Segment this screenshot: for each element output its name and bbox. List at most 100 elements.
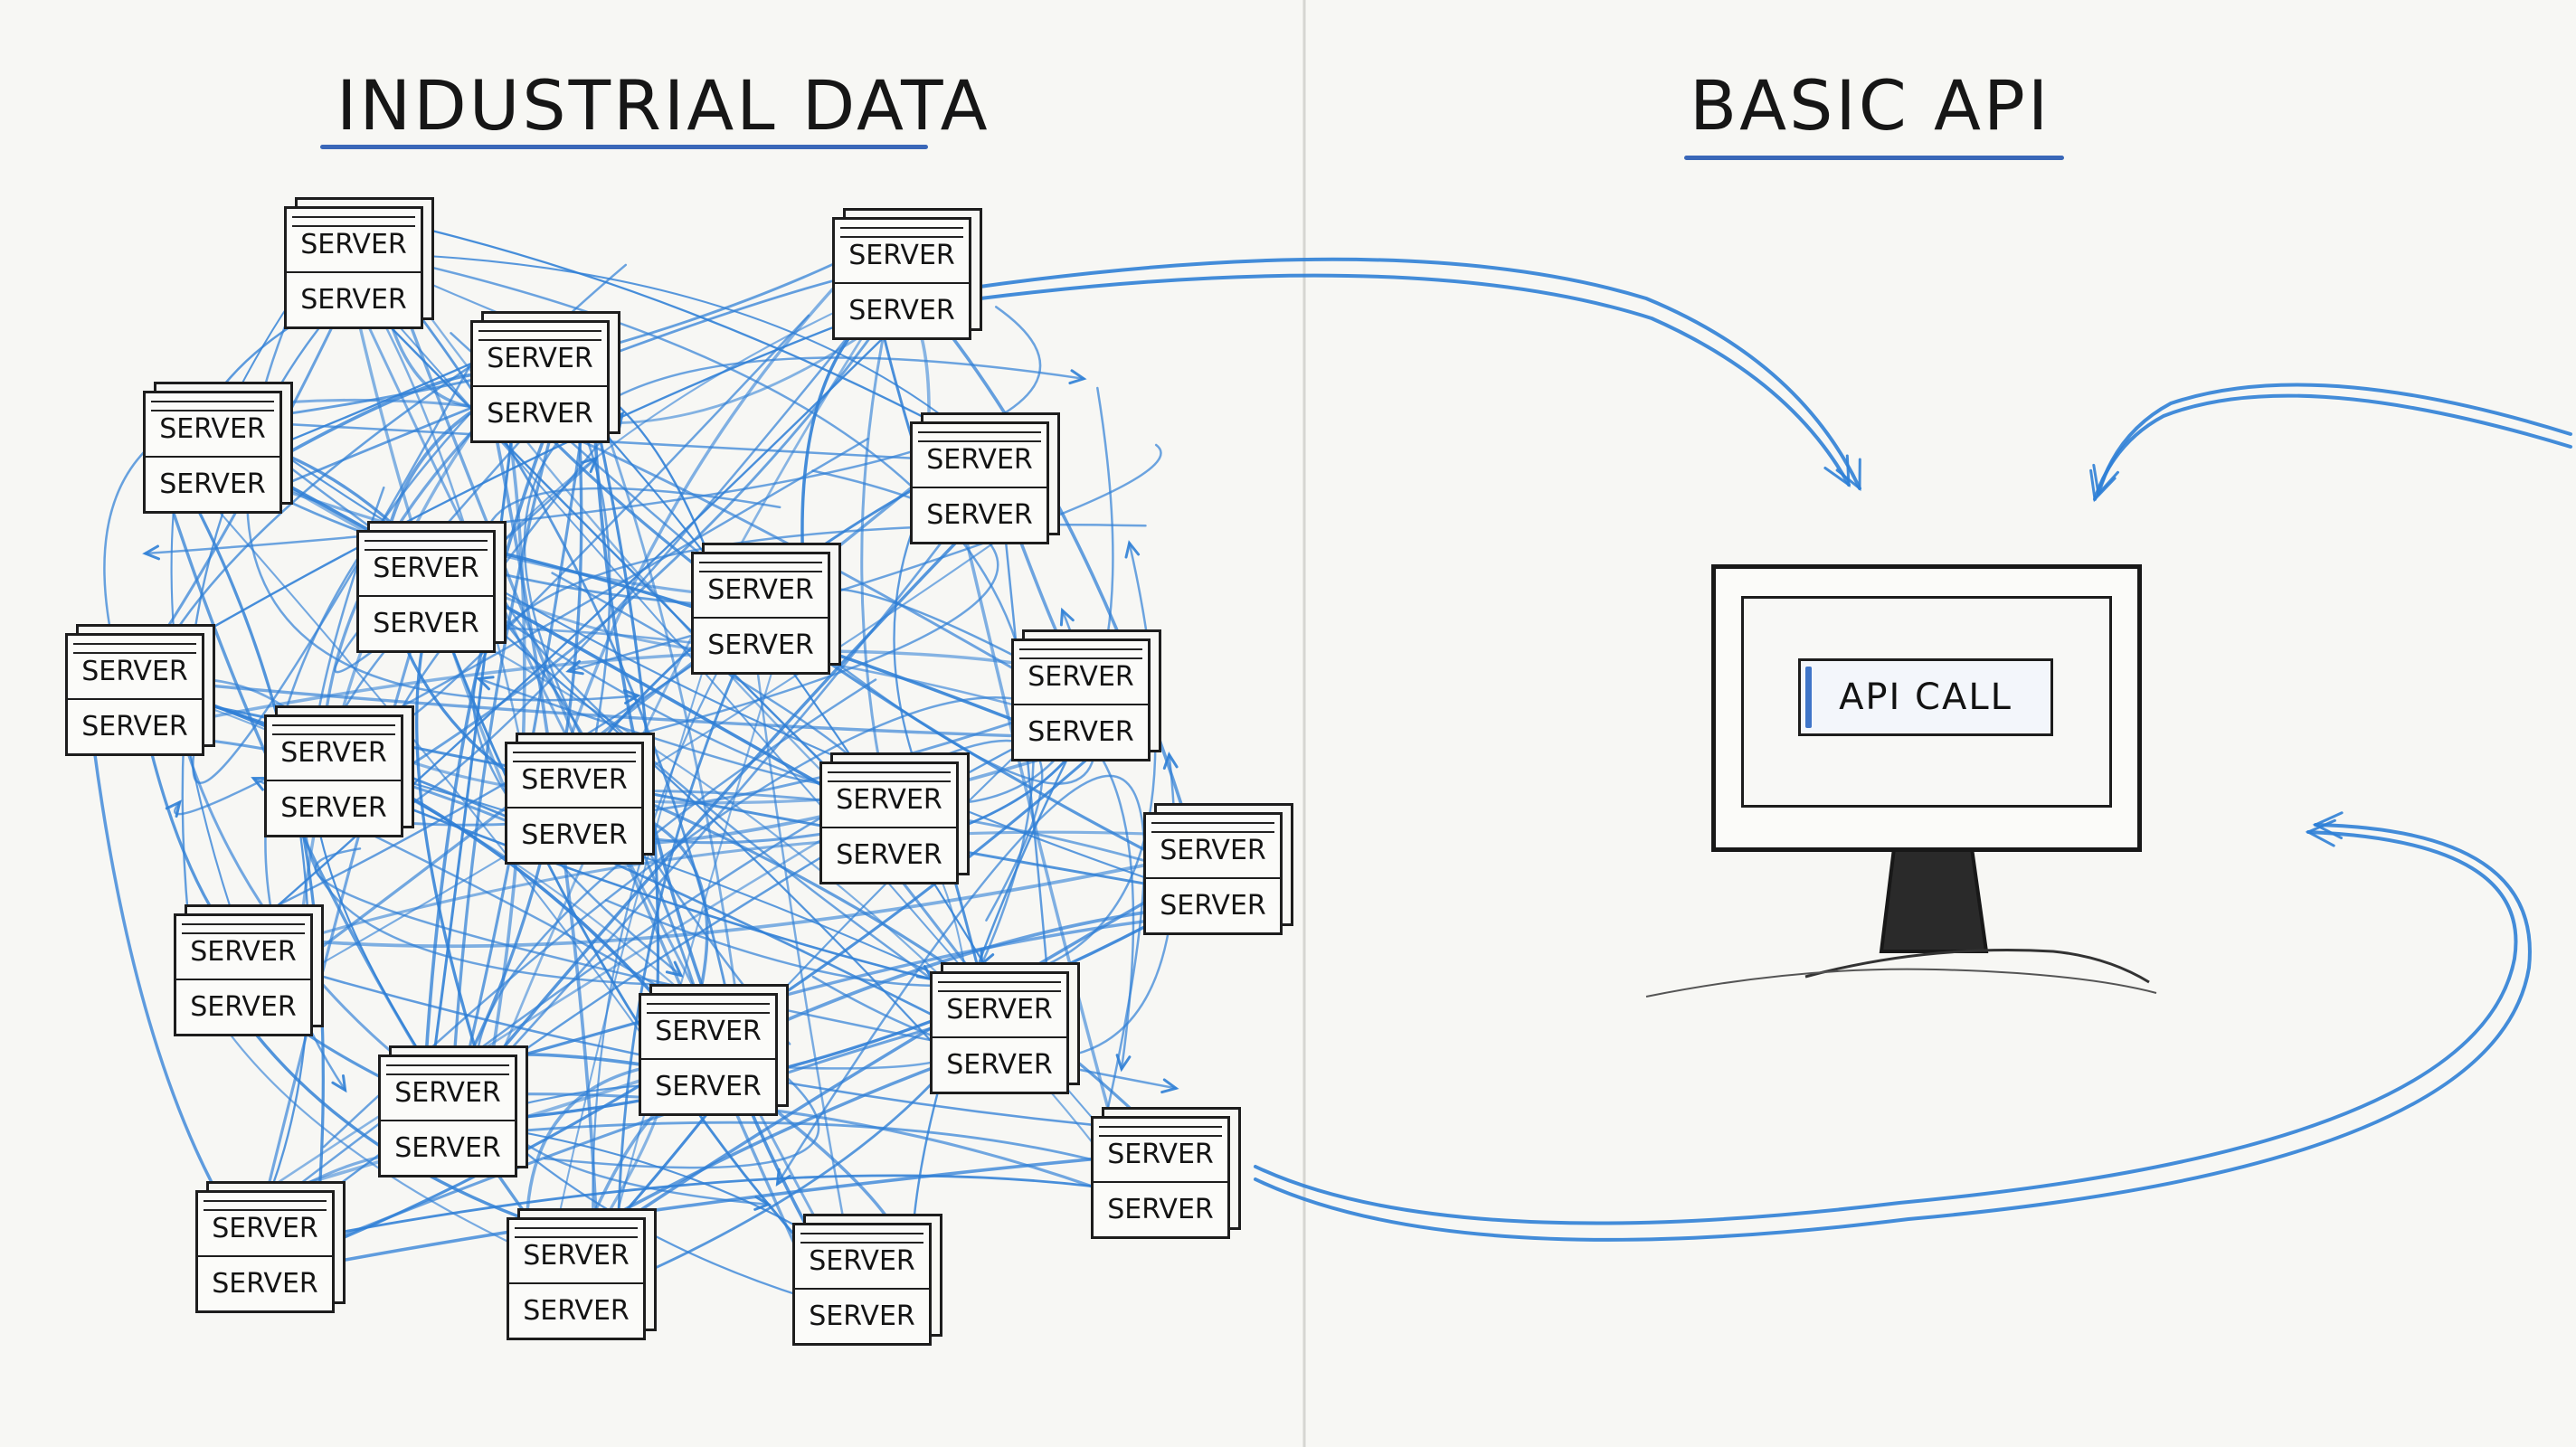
mesh-arrow [162, 448, 676, 1082]
server-label: SERVER [280, 737, 387, 769]
arrow-head [1162, 751, 1179, 770]
mesh-arrow [580, 772, 1195, 1172]
server-label: SERVER [373, 553, 479, 584]
server-front: SERVER SERVER [819, 761, 959, 884]
server-front: SERVER SERVER [174, 913, 313, 1036]
mesh-arrow [192, 352, 478, 784]
server-unit: SERVER SERVER [143, 382, 293, 514]
basic-api-title: BASIC API [1690, 65, 2051, 146]
api-flow-arrow [1254, 823, 2532, 1242]
server-label: SERVER [81, 656, 188, 687]
arrow-head [251, 776, 270, 791]
server-unit: SERVER SERVER [819, 752, 970, 884]
server-label: SERVER [198, 1255, 332, 1310]
api-flow-arrow [2093, 393, 2572, 501]
mesh-arrow [252, 777, 820, 1169]
arrow-head [1160, 1078, 1179, 1094]
server-label: SERVER [836, 784, 942, 816]
server-label: SERVER [1146, 877, 1280, 932]
mesh-arrow [165, 692, 750, 1055]
api-flow-arrow [1254, 830, 2518, 1225]
mesh-arrow [753, 642, 857, 1285]
arrow-head [1059, 607, 1075, 627]
server-label: SERVER [1094, 1181, 1227, 1236]
mesh-arrow [140, 677, 1136, 742]
arrow-head [622, 689, 641, 705]
mesh-arrow [421, 421, 552, 1105]
mesh-arrow [314, 847, 1178, 1090]
server-label: SERVER [287, 271, 421, 326]
server-label: SERVER [176, 979, 310, 1034]
arrow-head [165, 799, 182, 818]
server-label: SERVER [933, 1036, 1066, 1092]
industrial-data-underline [320, 145, 928, 149]
server-label: SERVER [809, 1245, 915, 1277]
arrow-head [2092, 463, 2119, 497]
arrow-head [331, 1074, 347, 1093]
arrow-head [2089, 468, 2117, 503]
arrow-head [665, 960, 684, 978]
arrow-head [142, 544, 160, 561]
mesh-arrow [181, 311, 333, 948]
arrow-head [775, 1168, 791, 1187]
server-label: SERVER [655, 1016, 762, 1047]
api-flow-arrow [2097, 383, 2572, 496]
server-label: SERVER [146, 456, 279, 511]
api-arrows [971, 257, 2572, 1242]
server-unit: SERVER SERVER [1091, 1107, 1241, 1239]
api-call-button[interactable]: API CALL [1798, 658, 2053, 736]
server-label: SERVER [946, 994, 1053, 1026]
mesh-arrow [584, 371, 745, 1049]
mesh-arrow [316, 757, 1026, 1017]
server-label: SERVER [159, 413, 266, 445]
api-flow-arrow [979, 273, 1851, 487]
server-unit: SERVER SERVER [284, 197, 434, 329]
mesh-arrow [531, 418, 1091, 714]
server-label: SERVER [381, 1120, 515, 1175]
server-front: SERVER SERVER [639, 993, 778, 1116]
arrow-head [2312, 811, 2344, 840]
server-label: SERVER [641, 1058, 775, 1113]
mesh-arrow [537, 591, 729, 1313]
server-label: SERVER [913, 487, 1046, 542]
mesh-arrow [229, 522, 1023, 1017]
mesh-arrow [322, 696, 1135, 1149]
arrow-head [1068, 369, 1087, 385]
server-label: SERVER [507, 807, 641, 862]
server-label: SERVER [473, 385, 607, 440]
server-label: SERVER [300, 229, 407, 260]
server-label: SERVER [822, 827, 956, 882]
server-label: SERVER [190, 936, 297, 968]
mesh-arrow [384, 252, 995, 460]
industrial-data-title: INDUSTRIAL DATA [336, 65, 990, 146]
server-label: SERVER [1107, 1139, 1214, 1170]
mesh-arrow [150, 649, 1052, 731]
server-unit: SERVER SERVER [930, 962, 1080, 1094]
server-label: SERVER [1160, 835, 1266, 866]
mesh-arrow [251, 1151, 1158, 1280]
mesh-arrow [776, 774, 1146, 1186]
server-front: SERVER SERVER [143, 391, 282, 514]
server-unit: SERVER SERVER [639, 984, 789, 1116]
